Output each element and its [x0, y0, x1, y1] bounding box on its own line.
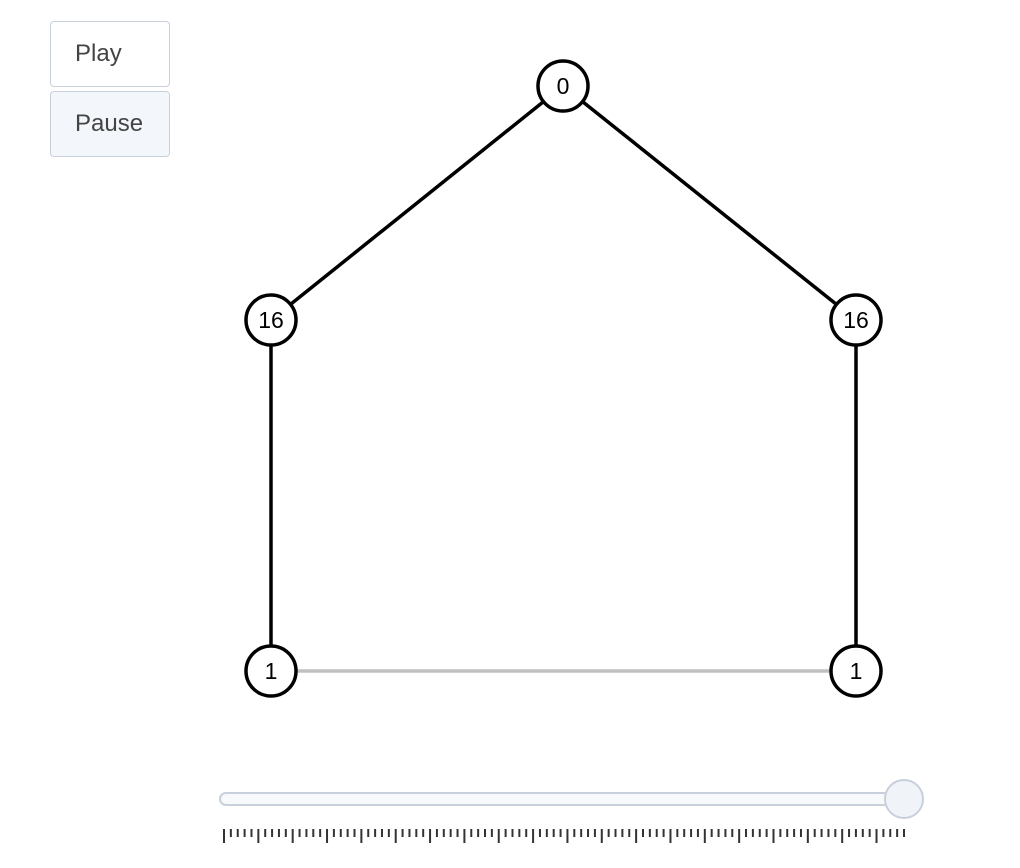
pause-button[interactable]: Pause: [50, 91, 170, 157]
graph-node: 0: [536, 59, 590, 113]
animation-slider[interactable]: [219, 779, 924, 843]
graph-node: 1: [829, 644, 883, 698]
play-button[interactable]: Play: [50, 21, 170, 87]
node-circle: [829, 644, 883, 698]
node-circle: [829, 293, 883, 347]
graph-node: 16: [244, 293, 298, 347]
slider-handle[interactable]: [884, 779, 924, 819]
slider-track[interactable]: [219, 792, 905, 806]
pause-button-label: Pause: [75, 110, 144, 137]
graph-node: 16: [829, 293, 883, 347]
graph-node: 1: [244, 644, 298, 698]
edge-n0-n2: [561, 84, 858, 322]
node-label: 16: [258, 307, 284, 333]
node-circle: [244, 644, 298, 698]
node-label: 0: [557, 73, 570, 99]
node-label: 1: [850, 658, 863, 684]
node-label: 1: [265, 658, 278, 684]
node-circle: [536, 59, 590, 113]
edge-n0-n1: [269, 84, 565, 322]
node-label: 16: [843, 307, 869, 333]
edges-layer: [269, 84, 858, 673]
play-button-label: Play: [75, 40, 122, 67]
nodes-layer: 0 16 16 1 1: [244, 59, 883, 698]
node-circle: [244, 293, 298, 347]
